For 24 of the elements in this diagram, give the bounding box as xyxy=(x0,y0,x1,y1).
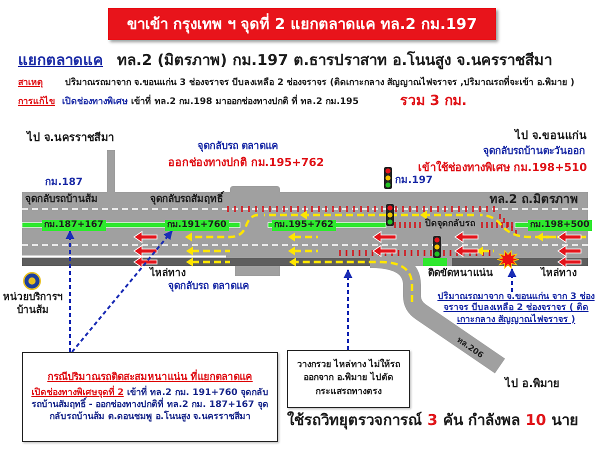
direction-label: ไป จ.ขอนแก่น xyxy=(514,129,587,143)
direction-label: ไป อ.พิมาย xyxy=(505,377,560,391)
section-label: สาเหตุ xyxy=(18,78,43,90)
u-turn-label: จุดกลับรถ ตลาดแค xyxy=(197,141,279,154)
note-heading: กรณีปริมาณรถติดสะสมหนาแน่น ที่แยกตลาดแค xyxy=(47,370,253,384)
cause-text: ปริมาณรถมาจาก จ.ขอนแก่น 3 ช่องจราจร บีบลงเหลือ 2 ช่องจราจร (ติดเกาะกลาง สัญญาณไฟจราจร ,ปริมาณรถที่จะเข้า อ.พิมาย ) xyxy=(65,78,574,90)
title-banner: ขาเข้า กรุงเทพ ฯ จุดที่ 2 แยกตลาดแค ทล.2 กม.197 xyxy=(108,8,496,40)
u-turn-label: จุดกลับรถ ตลาดแค xyxy=(168,281,250,294)
km-label: กม.187 xyxy=(45,177,83,190)
solution-text: เปิดช่องทางพิเศษ เข้าที่ ทล.2 กม.198 มาออกช่องทางปกติ ที่ ทล.2 กม.195 xyxy=(62,97,359,108)
location-name: แยกตลาดแค xyxy=(18,51,103,70)
road-name-label: ทล.2 ถ.มิตรภาพ xyxy=(489,192,578,207)
entry-label: เข้าใช้ช่องทางพิเศษ กม.198+510 xyxy=(418,161,587,175)
congestion-label: ติดขัดหนาแน่น xyxy=(428,268,493,280)
section-label: การแก้ไข xyxy=(18,97,55,108)
facility-label: หน่วยบริการฯ บ้านส้ม xyxy=(2,292,64,317)
note-text: เปิดช่องทางพิเศษจุดที่ 2 เข้าที่ ทล.2 กม. 191+760 จุดกลับรถบ้านสัมฤทธิ์ - ออกช่องทางปกติที่ ทล.2 กม. 187+167 จุดกลับรถบ้านส้ม ต.ดอนชมพู อ.โนนสูง จ.นครราชสีมา xyxy=(27,387,273,424)
resources-text: ใช้รถวิทยุตรวจการณ์ 3 คัน กำลังพล 10 นาย xyxy=(287,411,578,430)
total-distance: รวม 3 กม. xyxy=(400,93,467,110)
direction-label: ไป จ.นครราชสีมา xyxy=(27,131,114,145)
u-turn-label: จุดกลับรถบ้านส้ม xyxy=(25,194,98,206)
shoulder-label: ไหล่ทาง xyxy=(541,268,577,280)
u-turn-label: จุดกลับรถบ้านตะวันออก xyxy=(483,146,585,158)
location-address: ทล.2 (มิตรภาพ) กม.197 ต.ธารปราสาท อ.โนนสูง จ.นครราชสีมา xyxy=(117,51,552,70)
